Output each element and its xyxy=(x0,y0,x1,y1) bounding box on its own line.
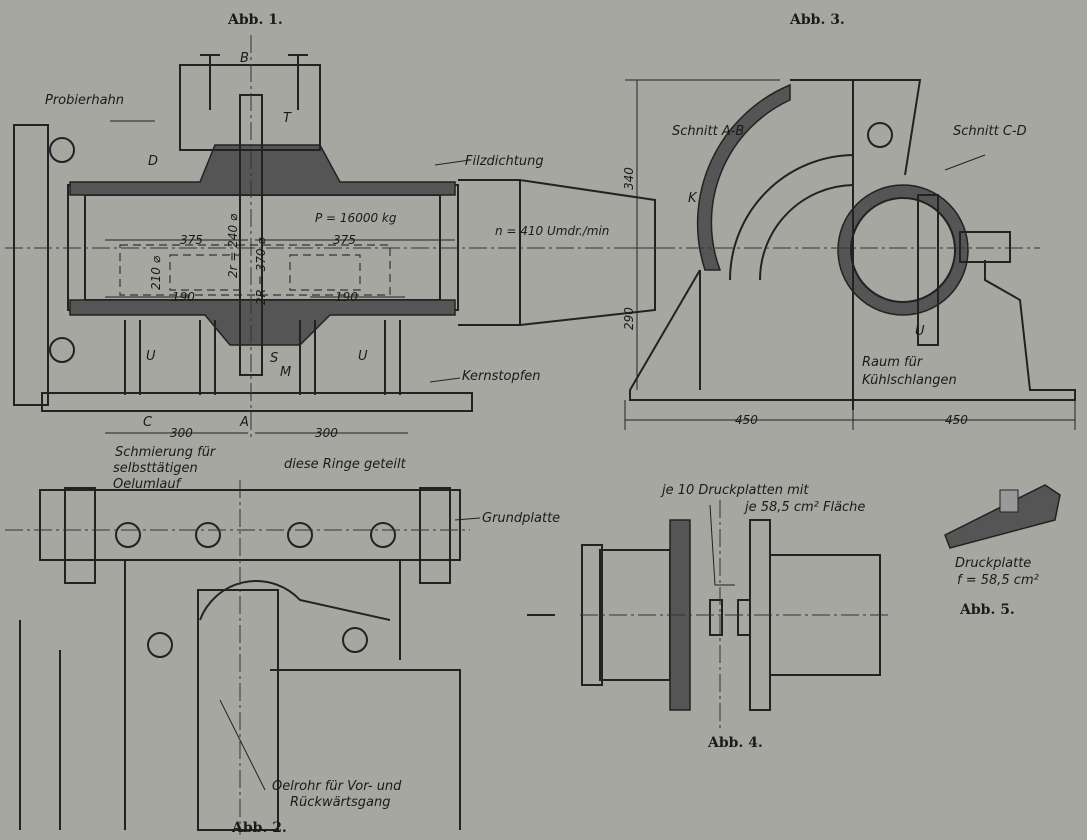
label-u-right: U xyxy=(358,349,368,364)
dim-290: 290 xyxy=(622,307,636,330)
dim-2r: 2r = 240 ⌀ xyxy=(226,213,240,278)
label-note-1: je 10 Druckplatten mit xyxy=(660,483,809,498)
dim-375-left: 375 xyxy=(180,233,203,247)
dim-375-right: 375 xyxy=(333,233,356,247)
dim-450-right: 450 xyxy=(945,413,968,427)
label-a: A xyxy=(239,415,249,430)
label-raum-1: Raum für xyxy=(862,355,924,370)
label-probierhahn: Probierhahn xyxy=(45,93,124,108)
abb5-thrust-pad xyxy=(944,484,1061,549)
label-schmierung-2: selbsttätigen xyxy=(113,461,198,476)
label-s: S xyxy=(270,351,278,366)
label-d: D xyxy=(148,154,158,169)
abb3-housing-section xyxy=(624,79,1076,430)
label-schmierung-1: Schmierung für xyxy=(115,445,217,460)
caption-abb3: Abb. 3. xyxy=(789,12,845,28)
label-c: C xyxy=(143,415,153,430)
abb2-plan-view xyxy=(5,480,481,835)
label-kernstopfen: Kernstopfen xyxy=(462,369,541,384)
label-oelrohr-1: Oelrohr für Vor- und xyxy=(272,779,402,794)
dim-210: 210 ⌀ xyxy=(149,255,163,290)
dim-300-left: 300 xyxy=(170,426,193,440)
label-grundplatte: Grundplatte xyxy=(482,511,560,526)
abb1-bearing-section xyxy=(5,35,660,440)
label-note-2: je 58,5 cm² Fläche xyxy=(743,500,865,515)
label-m: M xyxy=(280,365,291,380)
label-b: B xyxy=(240,51,249,66)
abb4-thrust-assembly xyxy=(527,500,890,730)
label-druckplatte: Druckplatte xyxy=(955,556,1031,571)
caption-abb1: Abb. 1. xyxy=(227,12,283,28)
dim-300-right: 300 xyxy=(315,426,338,440)
flange xyxy=(13,124,49,406)
label-filzdichtung: Filzdichtung xyxy=(465,154,544,169)
dim-2R: 2R = 370 ⌀ xyxy=(254,237,268,305)
label-ringe: diese Ringe geteilt xyxy=(284,457,407,472)
label-load: P = 16000 kg xyxy=(315,211,397,225)
label-u-left: U xyxy=(146,349,156,364)
label-t: T xyxy=(283,111,292,126)
base-plate xyxy=(41,392,473,412)
label-u: U xyxy=(915,324,925,339)
label-speed: n = 410 Umdr./min xyxy=(495,224,609,238)
dim-190-left: 190 xyxy=(172,290,195,304)
label-oelrohr-2: Rückwärtsgang xyxy=(290,795,390,810)
dim-340: 340 xyxy=(622,167,636,190)
caption-abb4: Abb. 4. xyxy=(707,735,763,751)
label-schnitt-ab: Schnitt A-B xyxy=(672,124,744,139)
label-schnitt-cd: Schnitt C-D xyxy=(953,124,1027,139)
caption-abb2: Abb. 2. xyxy=(231,820,287,836)
label-k: K xyxy=(688,191,698,206)
dim-450-left: 450 xyxy=(735,413,758,427)
caption-abb5: Abb. 5. xyxy=(959,602,1015,618)
dim-190-right: 190 xyxy=(335,290,358,304)
label-raum-2: Kühlschlangen xyxy=(862,373,957,388)
label-schmierung-3: Oelumlauf xyxy=(113,477,183,492)
label-area: f = 58,5 cm² xyxy=(957,573,1039,588)
